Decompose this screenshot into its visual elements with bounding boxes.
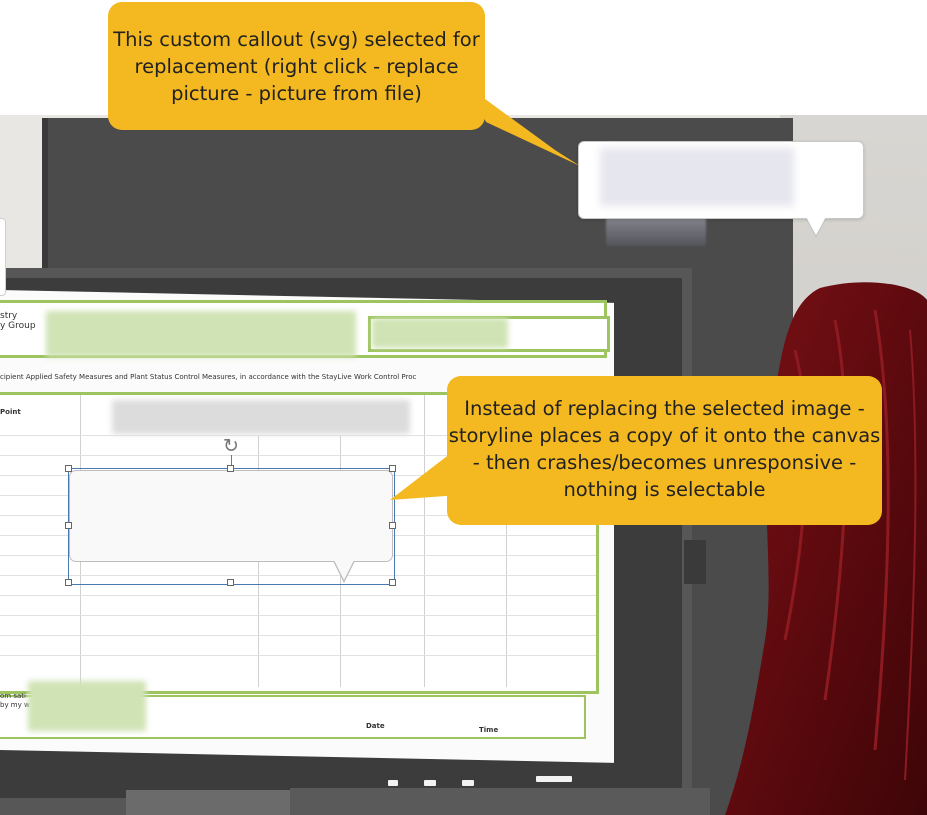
redacted-callout-text xyxy=(600,148,794,206)
form-signoff-text: om sati by my w xyxy=(0,692,30,710)
monitor-stand-left xyxy=(126,790,290,815)
copied-callout[interactable] xyxy=(69,470,393,562)
table-grid-line xyxy=(424,395,425,687)
resize-handle-bottom[interactable] xyxy=(227,579,234,586)
resize-handle-top-left[interactable] xyxy=(65,465,72,472)
monitor-stand-base xyxy=(290,788,710,815)
resize-handle-bottom-right[interactable] xyxy=(389,579,396,586)
monitor-button xyxy=(462,780,474,786)
resize-handle-top[interactable] xyxy=(227,465,234,472)
table-grid-line xyxy=(0,455,596,456)
form-date-label: Date xyxy=(366,722,385,730)
form-signoff-line2: by my w xyxy=(0,701,30,709)
resize-handle-right[interactable] xyxy=(389,522,396,529)
copied-callout-tail-fill xyxy=(333,558,355,580)
rotate-stem xyxy=(231,455,232,467)
redacted-signoff xyxy=(28,681,146,731)
table-grid-line xyxy=(0,635,596,636)
form-signoff-line1: om sati xyxy=(0,692,26,700)
table-grid-line xyxy=(506,435,507,687)
monitor-power-button xyxy=(536,776,572,782)
table-grid-line xyxy=(0,575,596,576)
form-org-line2: y Group xyxy=(0,321,36,331)
annotation-right: Instead of replacing the selected image … xyxy=(447,376,882,525)
redacted-table-heading xyxy=(112,400,410,434)
resize-handle-left[interactable] xyxy=(65,522,72,529)
resize-handle-top-right[interactable] xyxy=(389,465,396,472)
redacted-header-box xyxy=(372,318,508,348)
table-grid-line xyxy=(0,615,596,616)
annotation-top: This custom callout (svg) selected for r… xyxy=(108,2,485,130)
form-time-label: Time xyxy=(479,726,499,734)
monitor-button xyxy=(424,780,436,786)
form-description: cipient Applied Safety Measures and Plan… xyxy=(0,373,417,381)
form-org-name: stry y Group xyxy=(0,311,36,331)
table-grid-line xyxy=(0,435,596,436)
redacted-title-block xyxy=(46,311,356,357)
table-grid-line xyxy=(0,595,596,596)
monitor-side-clip xyxy=(684,540,706,584)
monitor-button xyxy=(388,780,398,786)
table-grid-line xyxy=(0,655,596,656)
partial-callout-left[interactable] xyxy=(0,218,6,296)
svg-callout-tail-fill xyxy=(805,215,827,235)
form-org-line1: stry xyxy=(0,311,18,321)
form-column-header: Point xyxy=(0,408,21,416)
rotate-handle-icon[interactable]: ↻ xyxy=(223,435,239,457)
resize-handle-bottom-left[interactable] xyxy=(65,579,72,586)
